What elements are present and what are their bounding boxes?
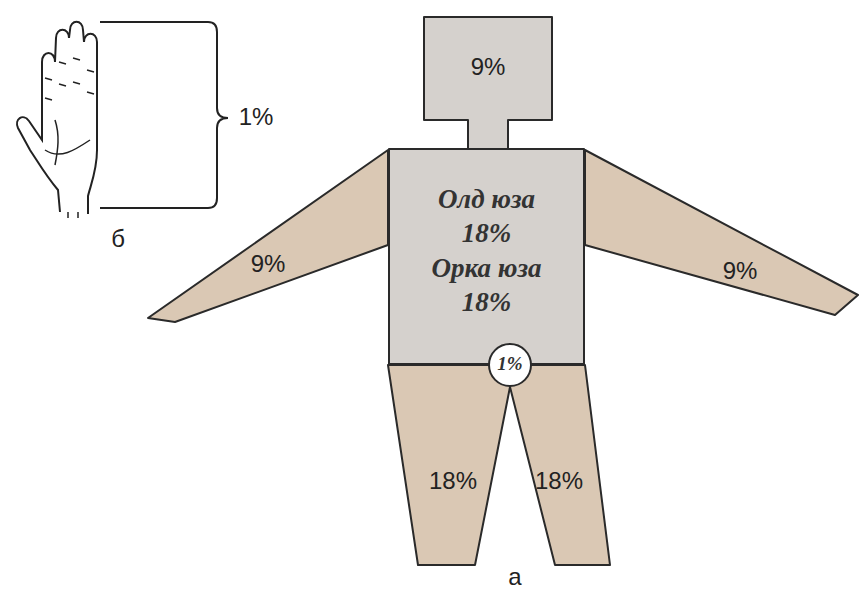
region-outline [388,365,510,565]
region-shape [489,344,531,386]
finger-creases [45,58,94,218]
arm-region: 9% [585,150,858,315]
region-shape [148,150,388,322]
torso-region: Олд юза 18%Орка юза 18% [388,148,585,365]
region-shape [388,365,510,565]
region-percent: 9% [438,53,538,81]
region-percent: 1% [488,353,532,375]
region-percent: 18% [524,467,594,495]
hand-outline [17,22,97,214]
region-percent: Олд юза 18% [421,182,552,250]
leg-region: 18% [510,365,610,565]
region-shape [585,150,858,315]
region-outline [424,17,552,150]
arm-region: 9% [148,150,388,322]
perineum-circle: 1% [488,343,532,387]
region-percent: Орка юза 18% [416,251,557,319]
region-outline [585,150,858,315]
region-outline [148,150,388,322]
region-percent: 9% [705,257,775,285]
region-percent: 9% [233,250,303,278]
region-shape [389,149,584,364]
figure-letter: а [500,563,530,591]
head-region: 9% [424,17,552,150]
area-percent-label: 1% [226,103,286,131]
leg-region: 18% [388,365,510,565]
region-outline [510,365,610,565]
region-shape [424,17,552,150]
region-percent: 18% [418,467,488,495]
region-shape [510,365,610,565]
figure-letter: б [103,225,133,253]
area-bracket [100,22,228,208]
